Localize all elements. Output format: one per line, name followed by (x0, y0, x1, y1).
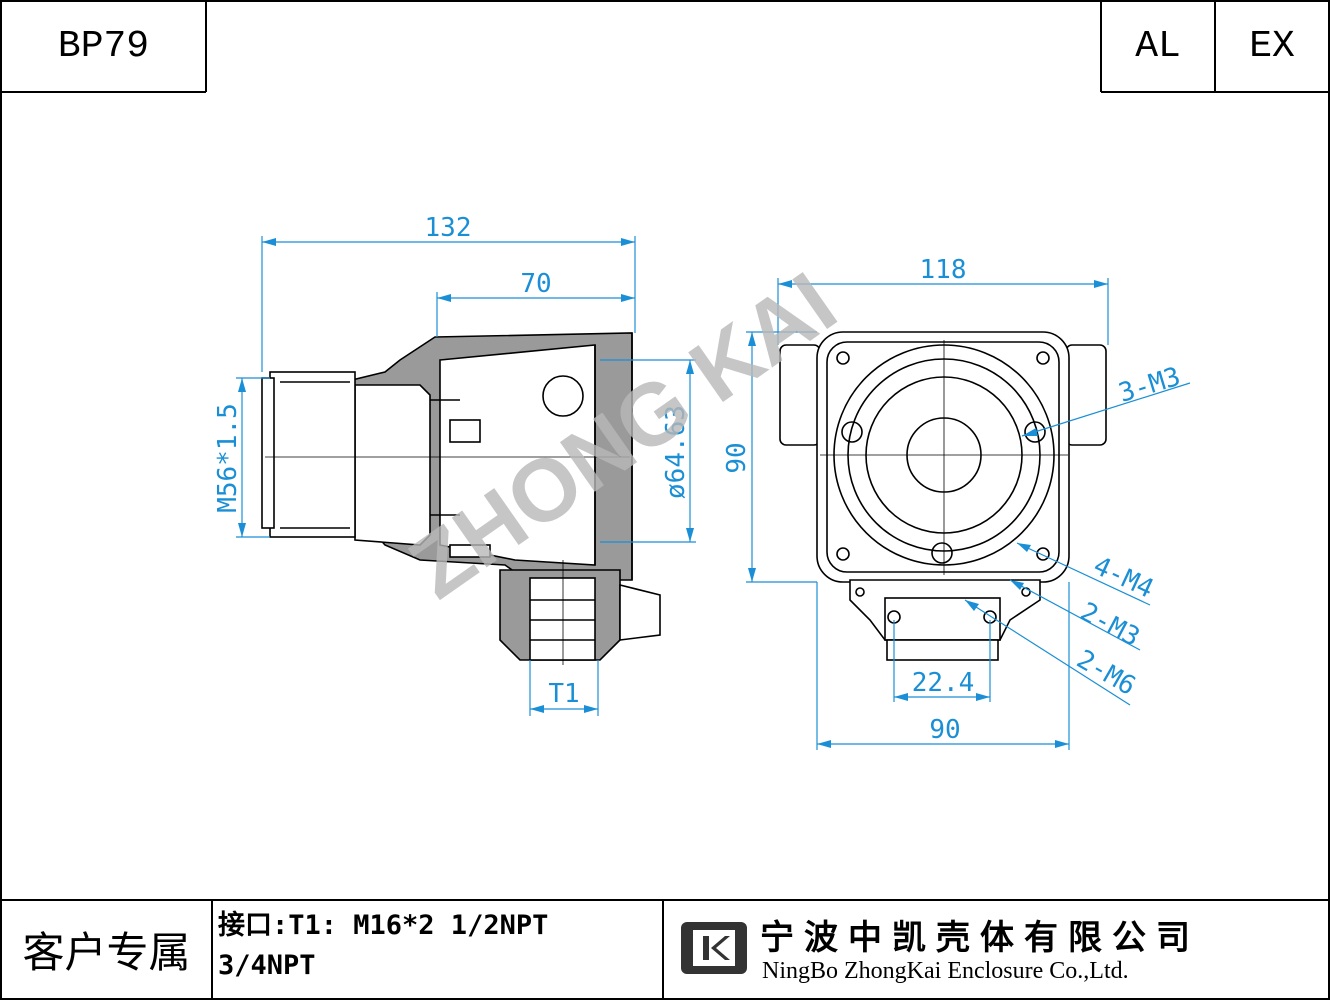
dim-side-head-width: 70 (520, 269, 551, 299)
note-4m4: 4-M4 (1089, 551, 1158, 605)
material-code: AL (1135, 25, 1181, 68)
note-2m6: 2-M6 (1071, 644, 1140, 701)
dim-side-thread: M56*1.5 (213, 403, 243, 513)
model-code: BP79 (57, 25, 150, 68)
rating-code: EX (1249, 25, 1295, 68)
spec-block: 接口:T1: M16*2 1/2NPT 3/4NPT (218, 906, 658, 986)
dim-side-total-width: 132 (425, 213, 472, 243)
customer-label: 客户专属 (22, 928, 191, 977)
dim-front-body-width: 90 (929, 715, 960, 745)
dim-side-bore: ø64.63 (661, 405, 691, 499)
note-3m3: 3-M3 (1115, 362, 1184, 409)
spec-line-1: 接口:T1: M16*2 1/2NPT (218, 910, 549, 941)
front-view (779, 331, 1107, 661)
company-logo-icon (681, 922, 747, 974)
company-name-cn: 宁波中凯壳体有限公司 (760, 918, 1200, 958)
spec-line-2: 3/4NPT (218, 950, 316, 981)
dimension-arrows (238, 238, 1108, 748)
dim-front-height: 90 (722, 442, 752, 473)
dimension-lines (236, 236, 1191, 750)
dim-side-port: T1 (548, 679, 579, 709)
dim-front-port-pitch: 22.4 (912, 668, 975, 698)
dim-front-total-width: 118 (920, 255, 967, 285)
company-name-en: NingBo ZhongKai Enclosure Co.,Ltd. (762, 958, 1129, 984)
